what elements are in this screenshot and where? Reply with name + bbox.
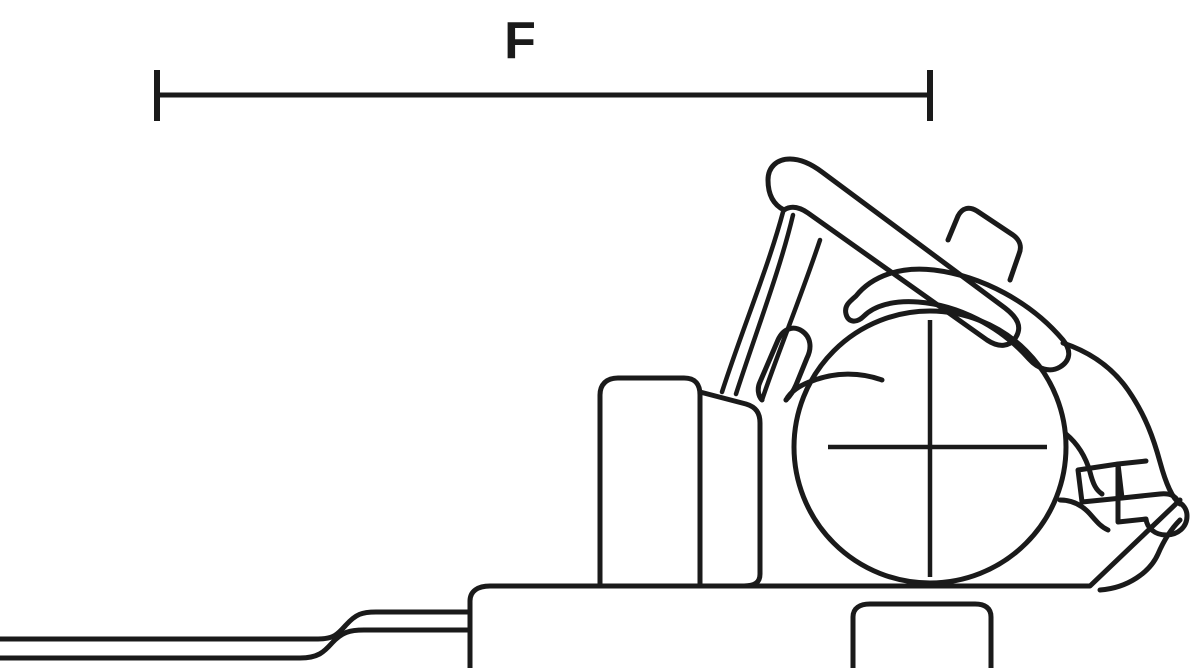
mounting-strip [0,609,473,661]
bore-center-crosshair [828,320,1047,577]
lever-arm-ribs [719,209,823,403]
mounting-foot [850,601,994,668]
base-plate [467,497,1183,668]
adjuster-pin [1075,458,1190,538]
upper-tab [945,205,1023,283]
dimension-label-F: F [504,12,536,70]
left-block-inner [697,389,763,589]
body-shell [755,325,1183,593]
lever-handle [765,156,1022,348]
dimension-annotation-F: F [154,12,933,121]
left-block-outer [597,375,703,589]
clamp-bore-circle [791,308,1069,586]
clamp-band [843,266,1072,373]
